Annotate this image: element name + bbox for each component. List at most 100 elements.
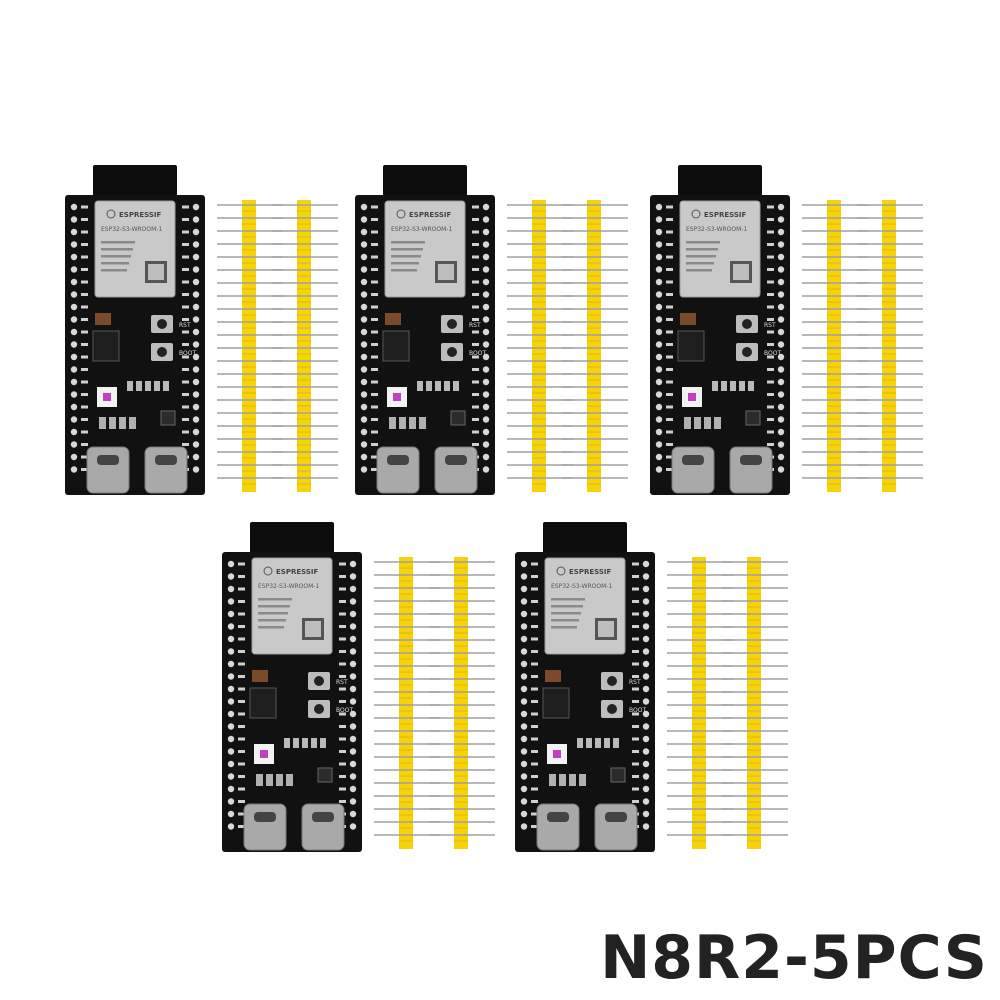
pin-hole [227,598,235,605]
silkscreen-label [632,575,639,578]
pin-hole [655,303,663,311]
pin-hole [777,278,785,286]
pin-hole [482,316,490,323]
smd-component [163,381,169,391]
silkscreen-label [767,418,774,421]
espressif-logo-icon [263,566,273,576]
pin-hole [227,723,235,730]
pin-hole [777,441,785,448]
pin-hole [360,266,368,273]
antenna-area [678,165,762,201]
silkscreen-label [767,243,774,246]
pin-hole [642,560,650,568]
pin-hole [349,698,357,705]
silkscreen-label [81,218,88,221]
silkscreen-label [371,393,378,396]
silkscreen-label [182,230,189,234]
pin-hole [520,660,528,668]
button-label-boot: BOOT [179,350,196,357]
voltage-regulator [677,330,705,362]
silkscreen-label [339,712,346,716]
module-model-text: ESP32-S3-WROOM-1 [551,583,612,590]
silkscreen-label [632,625,639,628]
pin-hole [227,785,235,793]
pin-hole [655,466,663,473]
silkscreen-label [371,443,378,446]
silkscreen-label [767,305,774,309]
module-brand-text: ESPRESSIF [119,211,161,219]
pin-hole [227,610,235,618]
silkscreen-label [666,343,673,346]
pin-hole [520,560,528,568]
smd-component [595,738,601,748]
silkscreen-label [238,775,245,778]
pin-hole [520,810,528,818]
pin-header [855,200,925,495]
silkscreen-label [767,368,774,371]
pin-hole [520,610,528,618]
pin-hole [642,635,650,643]
antenna-area [250,522,334,558]
silkscreen-label [767,380,774,384]
pin-hole [482,228,490,236]
silkscreen-label [371,230,378,234]
silkscreen-label [182,243,189,246]
silkscreen-label [339,562,346,566]
silkscreen-label [632,775,639,778]
rgb-led-die [553,750,561,758]
silkscreen-label [339,787,346,791]
module-brand-text: ESPRESSIF [276,568,318,576]
pin-hole [777,453,785,461]
button-cap [742,347,752,357]
usb-c-opening [445,455,467,465]
silkscreen-label [531,700,538,703]
pin-hole [482,241,490,248]
usb-c-opening [155,455,177,465]
pin-hole [192,316,200,323]
smd-component [704,417,711,429]
button-label-rst: RST [469,322,481,329]
usb-c-port-icon [301,803,345,851]
pin-hole [360,453,368,461]
pin-hole [642,773,650,780]
silkscreen-label [182,405,189,409]
pin-hole [655,428,663,436]
pin-hole [192,378,200,386]
smd-component [119,417,126,429]
pin-hole [520,698,528,705]
smd-component [136,381,142,391]
silkscreen-label [182,393,189,396]
silkscreen-label [371,205,378,209]
smd-component [604,738,610,748]
pin-hole [520,723,528,730]
button-label-boot: BOOT [336,707,353,714]
silkscreen-label [632,737,639,741]
silkscreen-label [531,787,538,791]
pin-hole [360,203,368,211]
pin-hole [192,441,200,448]
silkscreen-label [531,812,538,816]
pin-hole [349,660,357,668]
button-cap [607,676,617,686]
pin-hole [70,278,78,286]
silkscreen-label [339,700,346,703]
silkscreen-label [531,612,538,616]
silkscreen-label [531,637,538,641]
usb-c-port-icon [594,803,638,851]
pin-hole [70,291,78,298]
pin-hole [777,416,785,423]
pin-hole [70,328,78,336]
silkscreen-label [182,330,189,334]
silkscreen-label [339,637,346,641]
silkscreen-label [472,418,479,421]
pin-hole [349,648,357,655]
espressif-logo-icon [556,566,566,576]
silkscreen-label [81,405,88,409]
silkscreen-label [238,637,245,641]
button-cap [314,704,324,714]
pin-hole [227,810,235,818]
smd-component [109,417,116,429]
